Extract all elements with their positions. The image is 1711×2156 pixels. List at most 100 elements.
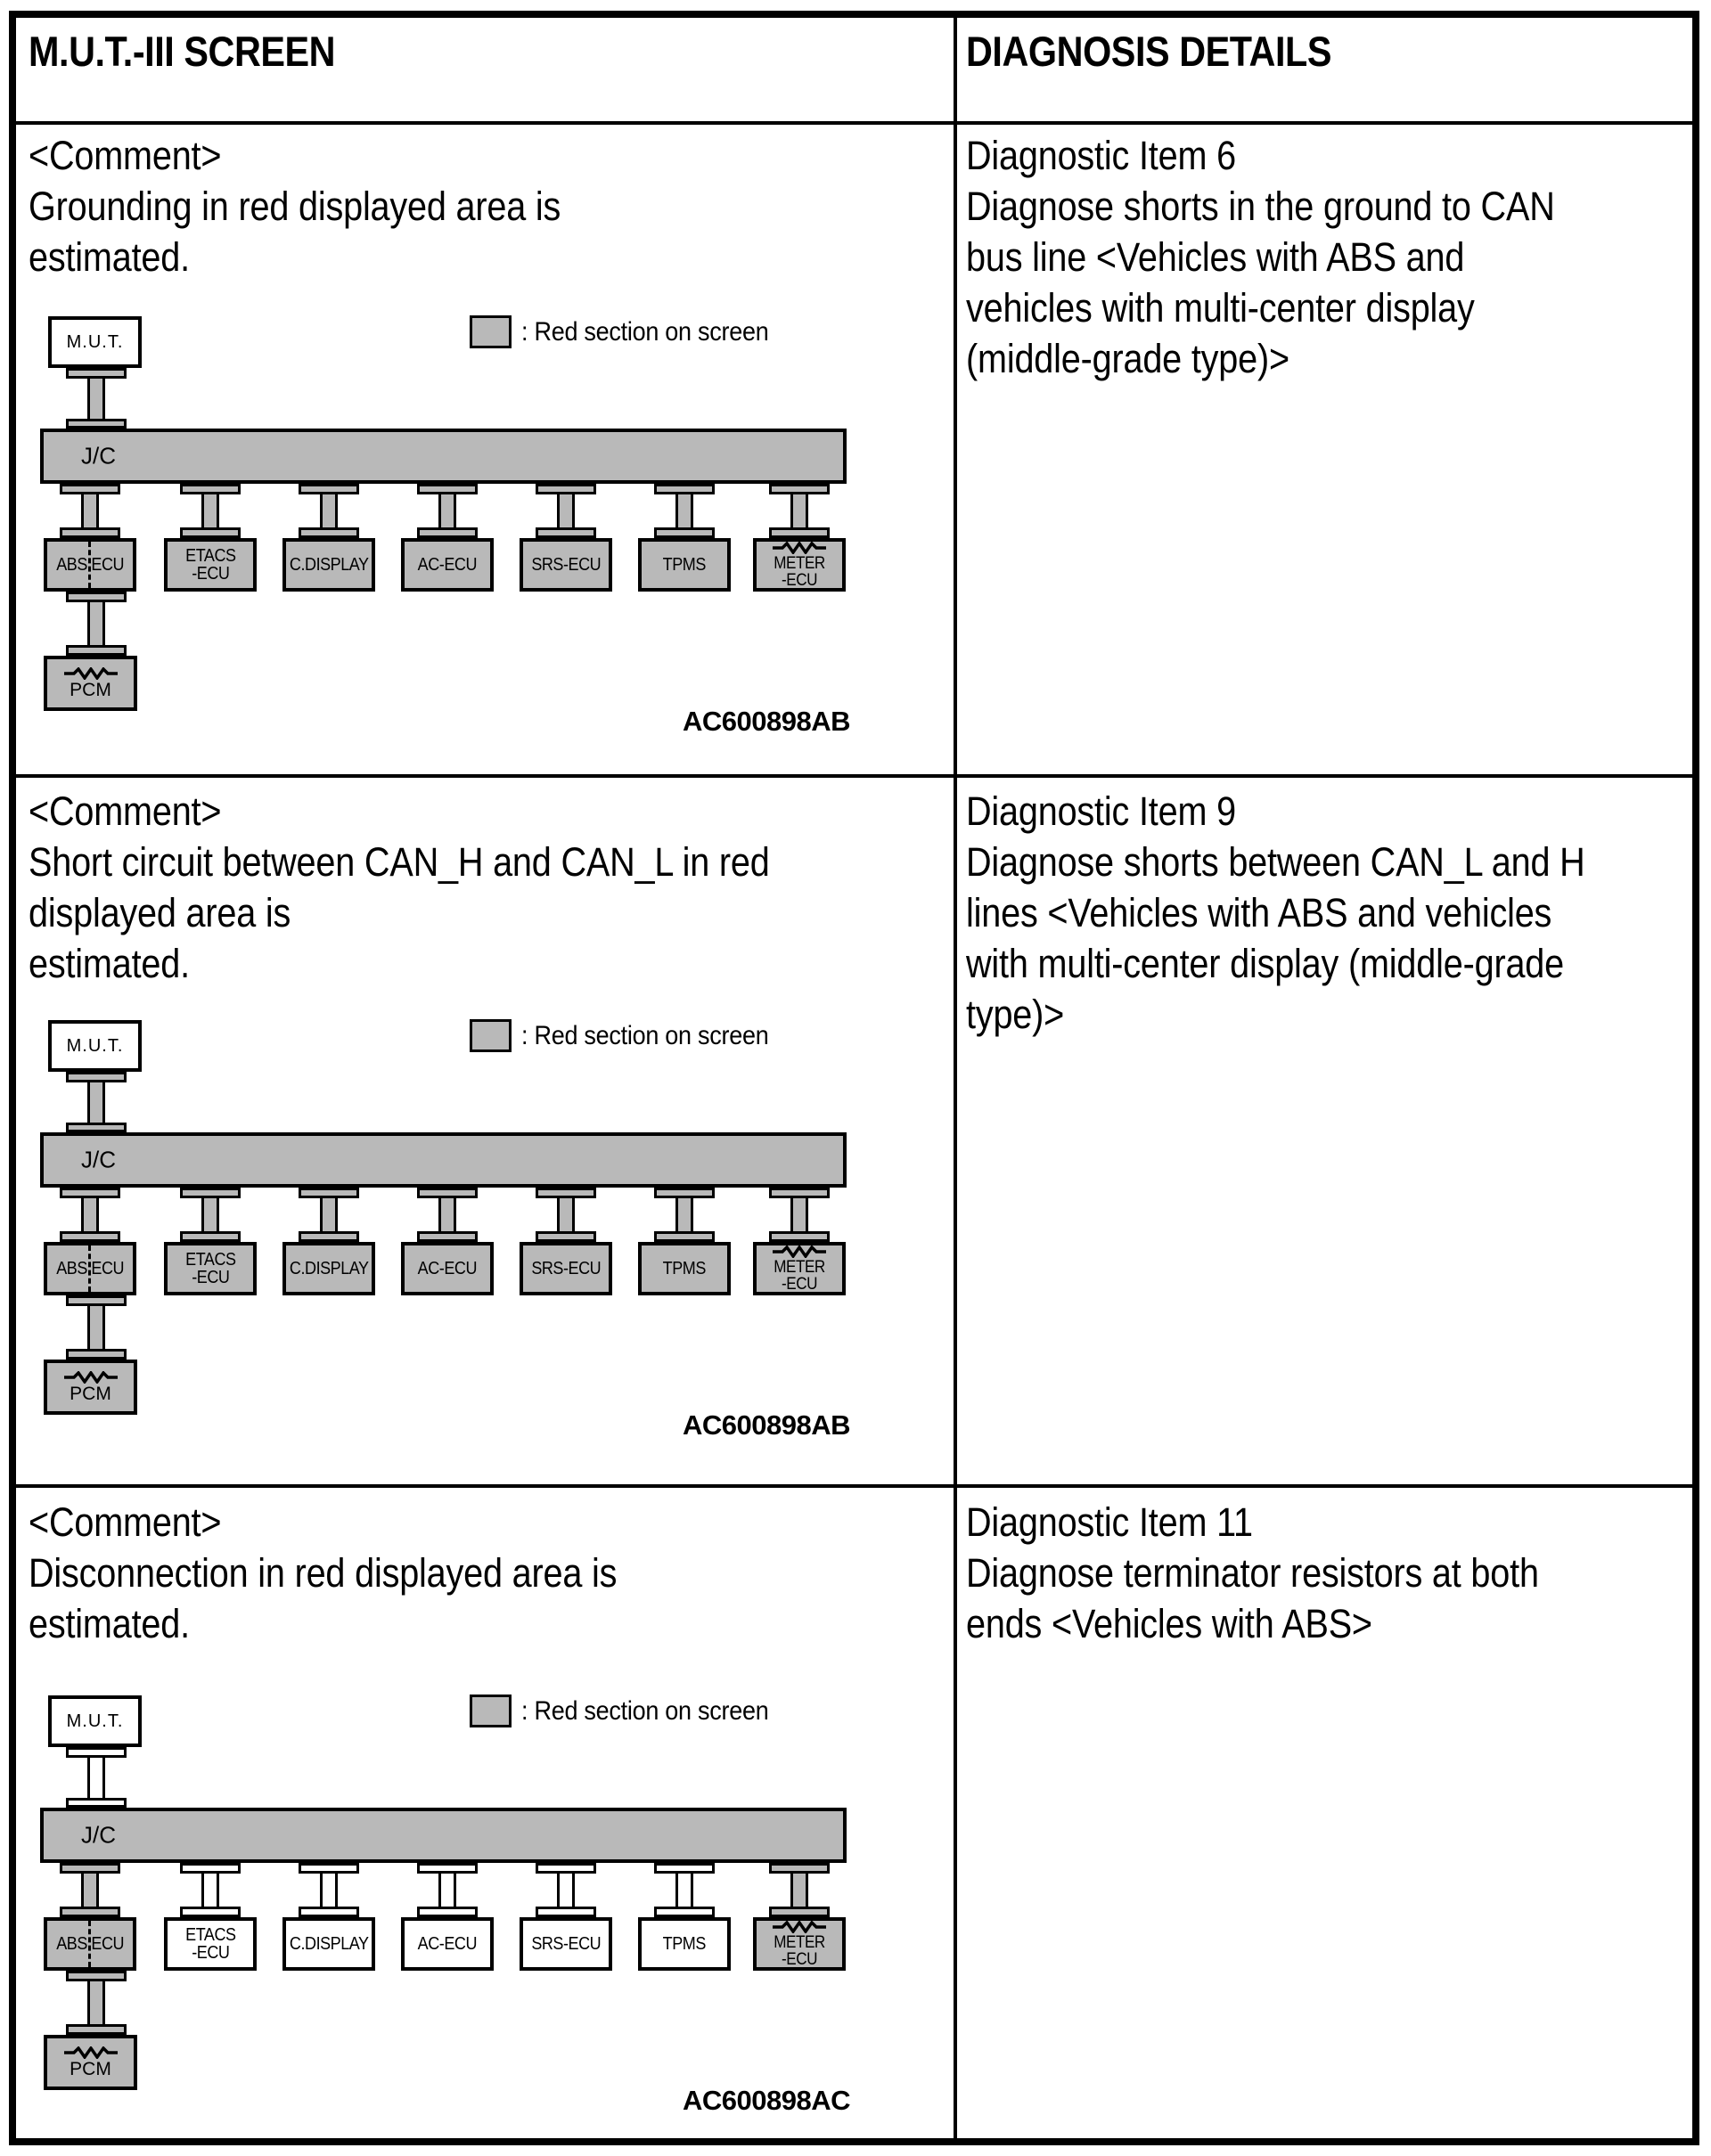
tpms-drop-tab	[654, 1907, 715, 1917]
abs-ecu-drop-tab	[60, 1231, 120, 1242]
abs-ecu-drop-line	[81, 1198, 99, 1231]
meter-ecu-drop-tab	[769, 1863, 830, 1874]
etacs-ecu-box: ETACS -ECU	[164, 1242, 257, 1295]
junction-connector-label: J/C	[81, 442, 116, 470]
ac-ecu-drop-line	[438, 494, 456, 527]
mut-box: M.U.T.	[48, 1020, 142, 1072]
meter-ecu-drop-tab	[769, 484, 830, 494]
tpms-drop-line	[675, 1198, 693, 1231]
meter-ecu-drop-line	[790, 1874, 808, 1907]
etacs-ecu-label: ETACS -ECU	[184, 546, 236, 584]
details-text-item6: Diagnostic Item 6 Diagnose shorts in the…	[966, 133, 1555, 381]
c-display-drop-tab	[299, 1188, 359, 1198]
etacs-ecu-label: ETACS -ECU	[184, 1925, 236, 1963]
mut-connector-line	[87, 1758, 105, 1798]
ac-ecu-drop-tab	[417, 1863, 478, 1874]
tpms-box: TPMS	[638, 1917, 731, 1971]
c-display-drop-tab	[299, 1231, 359, 1242]
meter-ecu-box: METER -ECU	[753, 538, 846, 592]
meter-ecu-drop-line	[790, 494, 808, 527]
etacs-ecu-drop-tab	[180, 1907, 241, 1917]
srs-ecu-drop-tab	[536, 1231, 596, 1242]
legend-label: : Red section on screen	[521, 317, 769, 347]
ac-ecu-box: AC-ECU	[401, 1917, 494, 1971]
tpms-drop-line	[675, 494, 693, 527]
comment-text-item6: <Comment> Grounding in red displayed are…	[29, 133, 561, 280]
srs-ecu-drop-tab	[536, 1907, 596, 1917]
tpms-label: TPMS	[662, 555, 707, 575]
legend-red-swatch	[470, 1695, 512, 1727]
figure-code-label: AC600898AB	[683, 1409, 851, 1441]
ac-ecu-label: AC-ECU	[417, 555, 478, 575]
mut-connector-line	[87, 1082, 105, 1123]
abs-ecu-label: ABS ECU	[56, 1259, 124, 1278]
legend-label: : Red section on screen	[521, 1696, 769, 1726]
meter-ecu-drop-tab	[769, 527, 830, 538]
etacs-ecu-drop-line	[201, 494, 219, 527]
tpms-label: TPMS	[662, 1259, 707, 1278]
mut-connector-tab	[66, 368, 127, 379]
srs-ecu-box: SRS-ECU	[520, 1917, 612, 1971]
pcm-connector-tab	[66, 2024, 127, 2035]
tpms-drop-tab	[654, 1231, 715, 1242]
srs-ecu-drop-tab	[536, 1188, 596, 1198]
abs-ecu-drop-line	[81, 494, 99, 527]
etacs-ecu-drop-tab	[180, 1863, 241, 1874]
details-text-item11: Diagnostic Item 11 Diagnose terminator r…	[966, 1499, 1539, 1646]
etacs-ecu-drop-line	[201, 1874, 219, 1907]
abs-ecu-dashed-divider	[88, 1245, 91, 1292]
ac-ecu-box: AC-ECU	[401, 538, 494, 592]
mut-connector-line	[87, 379, 105, 419]
diagnosis-table: M.U.T.-III SCREEN DIAGNOSIS DETAILS <Com…	[9, 11, 1699, 2145]
c-display-drop-tab	[299, 484, 359, 494]
c-display-box: C.DISPLAY	[282, 538, 375, 592]
meter-ecu-label: METER -ECU	[774, 1932, 825, 1969]
column-header-mut-screen: M.U.T.-III SCREEN	[29, 28, 336, 75]
junction-connector-label: J/C	[81, 1146, 116, 1173]
etacs-ecu-box: ETACS -ECU	[164, 538, 257, 592]
c-display-drop-tab	[299, 1907, 359, 1917]
c-display-drop-tab	[299, 1863, 359, 1874]
terminator-resistor-icon	[63, 1369, 119, 1385]
can-bus-diagram-item9: : Red section on screen M.U.T. J/C ABS ECU E…	[40, 1007, 864, 1463]
mut-connector-tab	[66, 1747, 127, 1758]
header-row-separator	[16, 121, 1692, 125]
junction-connector-bar: J/C	[40, 429, 847, 484]
figure-code-label: AC600898AB	[683, 706, 851, 737]
ac-ecu-label: AC-ECU	[417, 1259, 478, 1278]
abs-ecu-box: ABS ECU	[44, 538, 136, 592]
meter-ecu-drop-line	[790, 1198, 808, 1231]
tpms-box: TPMS	[638, 1242, 731, 1295]
srs-ecu-label: SRS-ECU	[531, 1934, 601, 1954]
meter-ecu-drop-tab	[769, 1231, 830, 1242]
legend-label: : Red section on screen	[521, 1021, 769, 1050]
meter-ecu-box: METER -ECU	[753, 1917, 846, 1971]
meter-ecu-box: METER -ECU	[753, 1242, 846, 1295]
abs-ecu-drop-tab	[60, 484, 120, 494]
comment-text-item9: <Comment> Short circuit between CAN_H an…	[29, 788, 770, 986]
pcm-connector-line	[87, 1981, 105, 2024]
ac-ecu-drop-line	[438, 1874, 456, 1907]
tpms-drop-tab	[654, 527, 715, 538]
comment-text-item11: <Comment> Disconnection in red displayed…	[29, 1499, 618, 1646]
pcm-connector-line	[87, 602, 105, 645]
abs-ecu-box: ABS ECU	[44, 1917, 136, 1971]
details-text-item9: Diagnostic Item 9 Diagnose shorts betwee…	[966, 788, 1585, 1037]
junction-connector-label: J/C	[81, 1821, 116, 1849]
mut-connector-tab	[66, 1123, 127, 1132]
row-separator-2	[16, 1484, 1692, 1488]
terminator-resistor-icon	[63, 2045, 119, 2061]
etacs-ecu-drop-tab	[180, 1231, 241, 1242]
abs-ecu-drop-tab	[60, 1188, 120, 1198]
pcm-label: PCM	[70, 2059, 111, 2079]
row-separator-1	[16, 774, 1692, 778]
c-display-drop-line	[320, 494, 338, 527]
etacs-ecu-drop-tab	[180, 484, 241, 494]
abs-ecu-dashed-divider	[88, 1921, 91, 1967]
tpms-drop-tab	[654, 484, 715, 494]
ac-ecu-drop-tab	[417, 527, 478, 538]
junction-connector-bar: J/C	[40, 1132, 847, 1188]
srs-ecu-label: SRS-ECU	[531, 555, 601, 575]
